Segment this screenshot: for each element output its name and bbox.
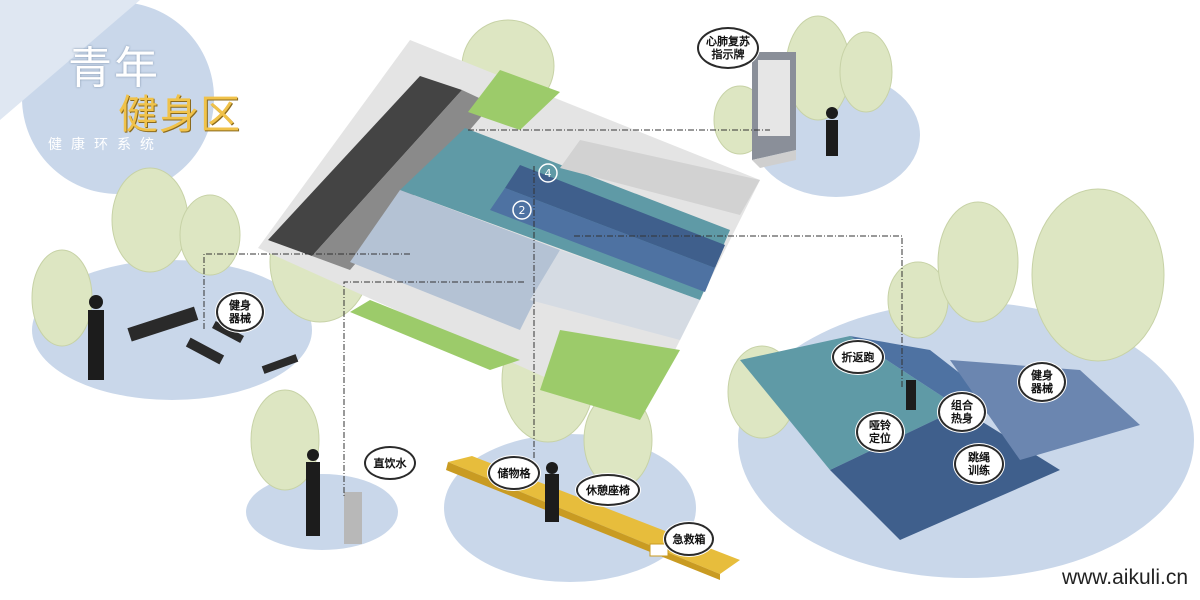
callout-label: 直饮水: [373, 456, 407, 470]
callout-first-aid-box: 急救箱: [664, 522, 714, 556]
lane-markers: 4 2: [512, 163, 558, 220]
gym-equipment-left: [127, 306, 299, 374]
callout-rest-bench: 休憩座椅: [576, 474, 640, 506]
bench-press: [185, 337, 225, 365]
person-head: [546, 462, 558, 474]
callout-label: 健身 器械: [1031, 369, 1053, 395]
callout-fitness-equipment-left: 健身 器械: [216, 292, 264, 332]
callout-fitness-equipment-right: 健身 器械: [1018, 362, 1066, 402]
watermark: www.aikuli.cn: [1061, 566, 1188, 589]
person-silhouette: [306, 462, 320, 536]
person-silhouette: [545, 474, 559, 522]
title-main: 青年: [68, 43, 160, 94]
title-corner-fold: [0, 0, 140, 120]
central-site: [258, 40, 760, 420]
cpr-sign-post: [752, 150, 796, 168]
track-blue-lane-2: [490, 188, 715, 292]
title-sub: 健身区: [118, 92, 241, 138]
lane-number: 4: [545, 167, 552, 180]
rooftop-edge: [560, 140, 760, 215]
zone-water: [246, 474, 398, 550]
lawn-bottom: [350, 300, 520, 370]
tree: [937, 201, 1019, 323]
runway-grey-strip: [312, 90, 492, 270]
callout-label: 储物格: [497, 466, 531, 480]
person-head: [826, 107, 838, 119]
bench-press: [211, 320, 245, 344]
people-silhouettes: [88, 107, 916, 536]
exercise-bike: [261, 354, 299, 374]
cpr-sign-screen: [758, 60, 790, 136]
callout-combo-warmup: 组合 热身: [938, 392, 986, 432]
tree: [179, 194, 241, 276]
callout-shuttle-run: 折返跑: [832, 340, 884, 374]
right-training-field: [740, 336, 1140, 540]
person-silhouette: [906, 380, 916, 410]
callout-dumbbell-position: 哑铃 定位: [856, 412, 904, 452]
tree: [250, 389, 320, 491]
runway-dark-strip: [268, 76, 462, 256]
right-field-equipment: [950, 360, 1140, 460]
tree: [31, 249, 93, 347]
leader-lines: [203, 129, 903, 496]
lane-marker-circle: [538, 163, 558, 183]
right-field-blue: [830, 408, 1060, 540]
title-caption: 健康环系统: [48, 137, 163, 153]
callout-label: 哑铃 定位: [869, 419, 891, 445]
equipment-pad: [350, 190, 560, 330]
stripes-area: [530, 250, 700, 340]
lawn-right: [540, 330, 680, 420]
callout-drinking-water: 直饮水: [364, 446, 416, 480]
rowing-machine: [127, 306, 199, 342]
callout-label: 折返跑: [841, 350, 875, 364]
track-blue-lane-1: [505, 165, 725, 268]
leader-line-locker: [343, 281, 524, 496]
tree: [111, 167, 189, 273]
person-silhouette: [88, 310, 104, 380]
callout-label: 组合 热身: [951, 399, 973, 425]
person-head: [89, 295, 103, 309]
person-silhouette: [826, 120, 838, 156]
leader-line-right-field: [574, 235, 903, 388]
callout-storage-locker: 储物格: [488, 456, 540, 490]
lane-marker-circle: [512, 200, 532, 220]
person-head: [307, 449, 319, 461]
callout-label: 心肺复苏 指示牌: [706, 35, 750, 61]
callout-label: 急救箱: [672, 532, 706, 546]
first-aid-box: [649, 543, 669, 557]
callout-label: 健身 器械: [229, 299, 251, 325]
callout-jump-rope: 跳绳 训练: [954, 444, 1004, 484]
tree: [839, 31, 893, 113]
drinking-fountain: [344, 492, 362, 544]
right-field-teal: [740, 336, 960, 470]
lawn-top: [468, 70, 560, 130]
callout-label: 跳绳 训练: [968, 451, 990, 477]
callout-cpr-sign: 心肺复苏 指示牌: [697, 27, 759, 69]
tree: [1031, 188, 1165, 362]
callout-label: 休憩座椅: [586, 483, 630, 497]
cpr-sign-board: [752, 52, 796, 168]
lane-number: 2: [519, 204, 526, 217]
leader-line-equipment: [203, 253, 410, 330]
